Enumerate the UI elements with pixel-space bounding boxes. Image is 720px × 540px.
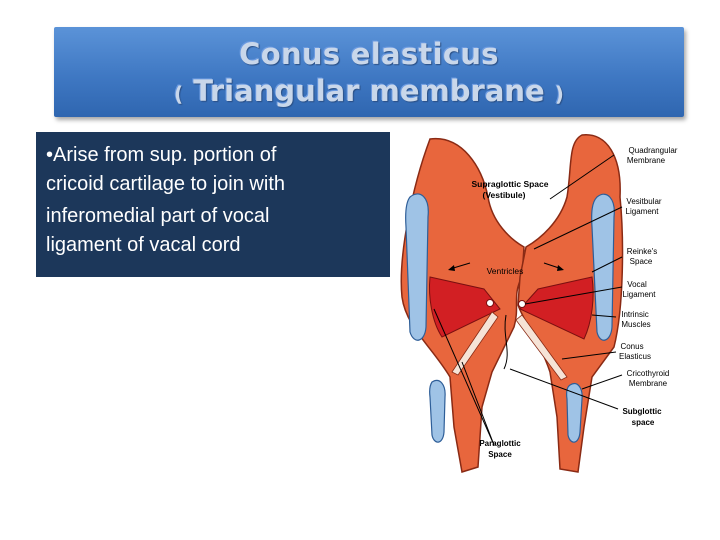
label-supraglottic-line-2: (Vestibule) xyxy=(483,190,526,200)
left-intrinsic-muscle xyxy=(429,276,501,338)
bullet-text-line-3: inferomedial part of vocal xyxy=(46,205,270,227)
larynx-diagram: Supraglottic Space (Vestibule) Ventricle… xyxy=(392,127,692,507)
left-vocal-ligament-dot xyxy=(486,299,494,307)
label-reinke-line-2: Space xyxy=(630,257,653,266)
label-vestibular-line-1: Vesitbular xyxy=(626,197,661,206)
label-vestibular-line-2: Ligament xyxy=(626,207,660,216)
label-reinke-line-1: Reinke's xyxy=(627,247,657,256)
right-thyroid-cartilage xyxy=(591,193,615,341)
label-supraglottic-line-1: Supraglottic Space xyxy=(472,179,549,189)
subtitle-close-paren: ) xyxy=(554,82,564,106)
label-intrinsic-line-2: Muscles xyxy=(621,320,650,329)
bullet-marker: • xyxy=(46,144,54,166)
slide-subtitle: ( Triangular membrane ) xyxy=(54,74,684,108)
right-conus-membrane xyxy=(515,314,568,381)
bullet-line: •Arise from sup. portion of xyxy=(46,141,384,170)
label-quadrangular-line-1: Quadrangular xyxy=(629,146,678,155)
bullet-text-box: •Arise from sup. portion of cricoid cart… xyxy=(36,132,390,277)
label-paraglottic-line-1: Paraglottic xyxy=(479,439,521,448)
bullet-text-line-1: Arise from sup. portion of xyxy=(53,144,277,166)
slide-title-bar: Conus elasticus ( Triangular membrane ) xyxy=(54,27,684,117)
label-cricothyroid-line-2: Membrane xyxy=(629,379,668,388)
subtitle-text: Triangular membrane xyxy=(183,74,555,108)
label-ventricles: Ventricles xyxy=(487,266,524,276)
lumen-line xyxy=(503,314,508,370)
larynx-diagram-svg: Supraglottic Space (Vestibule) Ventricle… xyxy=(400,134,678,473)
ventricle-arrowhead-right xyxy=(557,265,564,271)
label-intrinsic-line-1: Intrinsic xyxy=(621,310,649,319)
label-paraglottic-line-2: Space xyxy=(488,450,512,459)
label-conus-line-2: Elasticus xyxy=(619,352,651,361)
subtitle-open-paren: ( xyxy=(174,82,184,106)
pointer-lines xyxy=(433,154,623,446)
label-conus-line-1: Conus xyxy=(620,342,643,351)
left-conus-membrane xyxy=(451,311,499,376)
label-vocal-line-2: Ligament xyxy=(623,290,657,299)
ventricle-arrowhead-left xyxy=(448,265,455,271)
right-intrinsic-muscle xyxy=(519,276,594,340)
right-cricoid-cartilage xyxy=(566,383,583,443)
left-cricoid-cartilage xyxy=(429,379,446,443)
label-vocal-line-1: Vocal xyxy=(627,280,647,289)
left-thyroid-cartilage xyxy=(405,193,429,341)
bullet-text-line-4: ligament of vacal cord xyxy=(46,234,241,256)
label-quadrangular-line-2: Membrane xyxy=(627,156,666,165)
right-vocal-ligament-dot xyxy=(518,300,526,308)
label-subglottic-line-2: space xyxy=(632,418,655,427)
slide-title: Conus elasticus xyxy=(239,37,499,71)
bullet-text-line-2: cricoid cartilage to join with xyxy=(46,173,285,195)
label-subglottic-line-1: Subglottic xyxy=(622,407,662,416)
label-cricothyroid-line-1: Cricothyroid xyxy=(627,369,670,378)
